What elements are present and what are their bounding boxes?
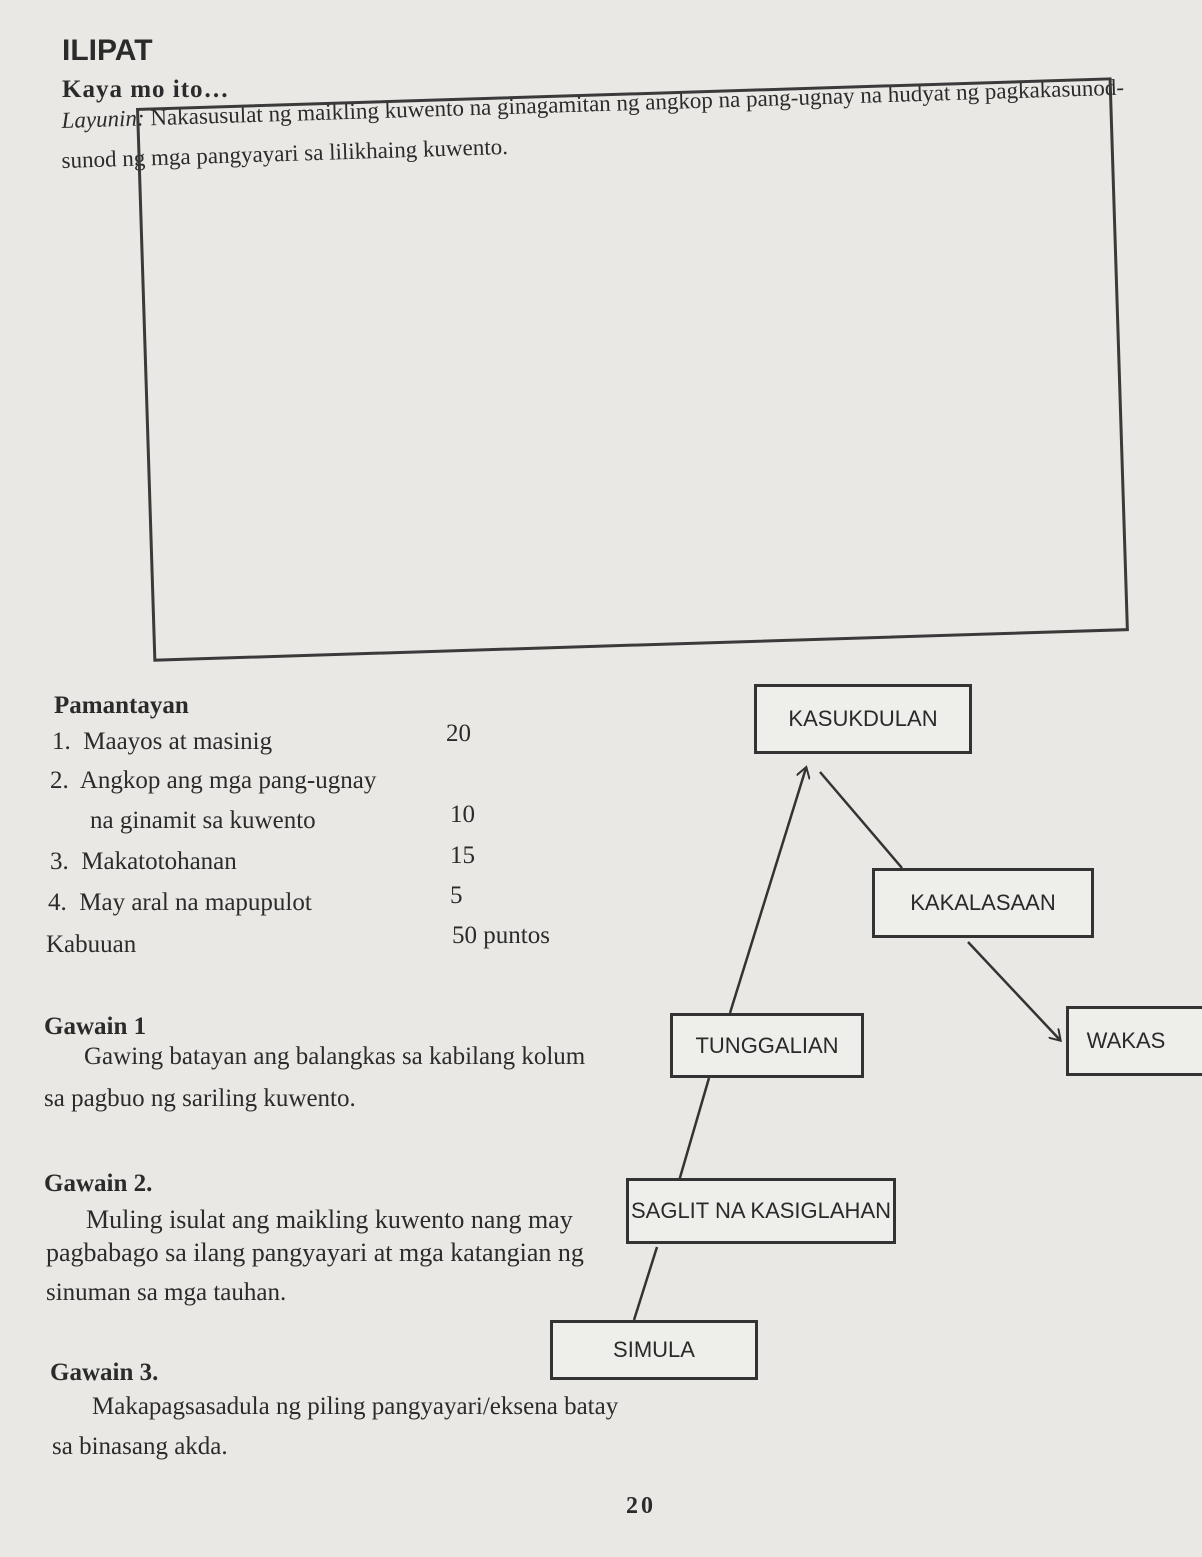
rubric-item-num: 1. [52, 728, 71, 755]
subtitle: Kaya mo ito… [62, 76, 230, 103]
plot-node-tunggalian: TUNGGALIAN [670, 1013, 864, 1078]
plot-node-kasukdulan: KASUKDULAN [754, 684, 972, 754]
rubric-item-1: 1. Maayos at masinig [52, 728, 272, 756]
rubric-item-label: Maayos at masinig [83, 728, 273, 755]
task-3-text: Makapagsasadula ng piling pangyayari/eks… [92, 1393, 619, 1420]
rubric-title: Pamantayan [54, 692, 189, 719]
task-2-text: sinuman sa mga tauhan. [46, 1279, 287, 1306]
rubric-item-points: 5 [450, 882, 463, 909]
plot-node-saglit-na-kasiglahan: SAGLIT NA KASIGLAHAN [626, 1178, 896, 1244]
plot-node-kakalasaan: KAKALASAAN [872, 868, 1094, 938]
rubric-item-4: 4. May aral na mapupulot [48, 889, 312, 917]
rubric-item-label: Angkop ang mga pang-ugnay [79, 767, 377, 794]
rubric-item-2: 2. Angkop ang mga pang-ugnay [50, 767, 376, 795]
rubric-item-label-cont: na ginamit sa kuwento [90, 807, 316, 834]
rubric-item-points: 15 [450, 842, 475, 869]
task-1-text: sa pagbuo ng sariling kuwento. [44, 1085, 356, 1112]
connector-saglit-tunggalian [677, 1077, 711, 1182]
rubric-item-label: May aral na mapupulot [79, 889, 312, 916]
rubric-total-label: Kabuuan [46, 931, 137, 958]
task-1-title: Gawain 1 [44, 1013, 147, 1040]
plot-node-wakas: WAKAS [1066, 1006, 1202, 1076]
rubric-item-points: 10 [450, 801, 475, 828]
connector-kakalasaan-wakas [967, 941, 1060, 1040]
task-1-text: Gawing batayan ang balangkas sa kabilang… [84, 1043, 586, 1070]
rubric-item-num: 2. [50, 767, 69, 794]
rubric-item-num: 4. [48, 889, 67, 916]
rubric-item-num: 3. [50, 848, 69, 875]
section-title: ILIPAT [62, 34, 153, 67]
connector-kasukdulan-kakalasaan [819, 771, 903, 869]
task-3-title: Gawain 3. [50, 1359, 159, 1386]
plot-node-simula: SIMULA [550, 1320, 758, 1380]
task-3-text: sa binasang akda. [52, 1433, 228, 1460]
task-2-title: Gawain 2. [44, 1170, 153, 1197]
task-2-text: Muling isulat ang maikling kuwento nang … [86, 1205, 573, 1234]
connector-simula-saglit [632, 1246, 659, 1321]
rubric-item-points: 20 [446, 720, 471, 747]
rubric-total-points: 50 puntos [452, 922, 550, 949]
connector-tunggalian-kasukdulan [728, 768, 806, 1014]
task-2-text: pagbabago sa ilang pangyayari at mga kat… [46, 1238, 584, 1267]
rubric-item-label: Makatotohanan [81, 848, 237, 875]
page-number: 20 [626, 1493, 656, 1519]
rubric-item-3: 3. Makatotohanan [50, 848, 237, 876]
